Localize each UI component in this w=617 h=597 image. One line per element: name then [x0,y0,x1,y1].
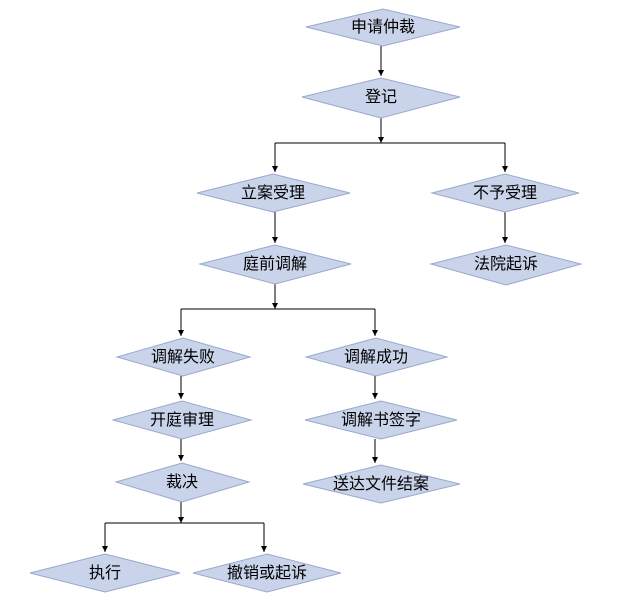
node-ruling-shape [114,462,251,503]
node-sign-agreement-label: 调解书签字 [341,411,421,429]
node-accept-label: 立案受理 [241,184,305,202]
node-accept-shape [196,173,351,213]
nodes: 申请仲裁 登记 立案受理 不予受理 法院起诉 庭前调解 调解失败 调解成功 [29,8,583,593]
node-register-shape [301,77,461,119]
node-close-case-label: 送达文件结案 [333,475,429,493]
node-hearing-shape [111,400,253,440]
node-court-suit-label: 法院起诉 [474,255,538,273]
node-reject-shape [430,173,580,213]
node-hearing-label: 开庭审理 [150,411,214,429]
node-court-suit-shape [429,244,583,286]
node-mediation-fail-shape [115,337,252,377]
node-mediation-success-shape [304,337,449,377]
node-apply-label: 申请仲裁 [351,18,415,36]
node-register: 登记 [301,77,461,119]
node-mediation-success-label: 调解成功 [344,348,408,366]
node-pretrial-mediation-label: 庭前调解 [243,255,307,273]
node-ruling-label: 裁决 [166,473,198,491]
node-sign-agreement: 调解书签字 [304,400,458,440]
node-register-label: 登记 [365,88,397,106]
node-reject-label: 不予受理 [473,184,537,202]
node-pretrial-mediation: 庭前调解 [198,244,352,285]
node-mediation-fail: 调解失败 [115,337,252,377]
node-accept: 立案受理 [196,173,351,213]
node-ruling: 裁决 [114,462,251,503]
node-revoke-or-sue-label: 撤销或起诉 [227,564,307,582]
node-execute-shape [29,553,181,593]
node-close-case: 送达文件结案 [302,464,461,504]
node-reject: 不予受理 [430,173,580,213]
node-revoke-or-sue: 撤销或起诉 [192,553,342,593]
node-pretrial-mediation-shape [198,244,352,285]
connectors [102,46,508,552]
node-execute-label: 执行 [89,564,121,582]
node-revoke-or-sue-shape [192,553,342,593]
node-sign-agreement-shape [304,400,458,440]
node-execute: 执行 [29,553,181,593]
node-court-suit: 法院起诉 [429,244,583,286]
node-close-case-shape [302,464,461,504]
node-mediation-fail-label: 调解失败 [151,348,215,366]
node-mediation-success: 调解成功 [304,337,449,377]
node-apply-shape [305,8,461,47]
node-hearing: 开庭审理 [111,400,253,440]
node-apply: 申请仲裁 [305,8,461,47]
